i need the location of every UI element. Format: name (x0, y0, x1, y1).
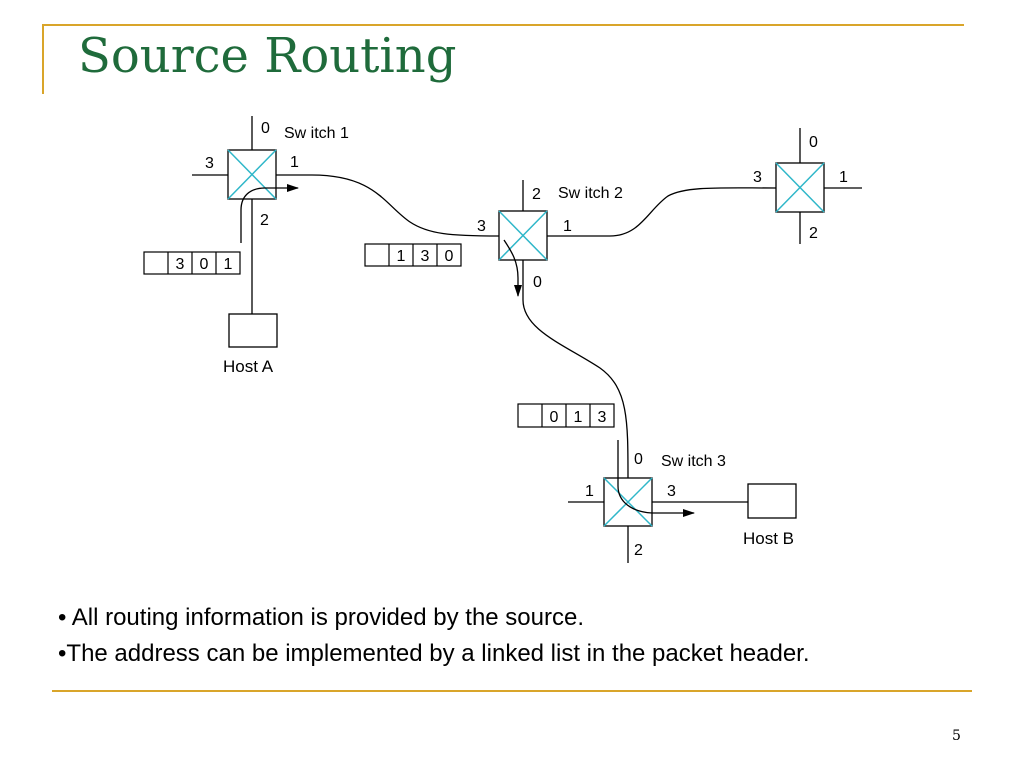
switch-2: 2 1 3 0 Sw itch 2 (477, 180, 623, 291)
switch-1-port-2-label: 2 (260, 212, 269, 229)
switch-1: 0 1 2 3 Sw itch 1 (192, 116, 349, 314)
link-switch2-switch-right (609, 187, 777, 237)
switch-right-port-1-label: 1 (839, 169, 848, 186)
packet-header-3: 0 1 3 (517, 403, 615, 428)
switch-3-port-1-label: 1 (585, 483, 594, 500)
host-a-label: Host A (223, 357, 274, 376)
packet-header-1-cell-2: 0 (200, 256, 209, 273)
host-b-label: Host B (743, 529, 794, 548)
switch-right: 0 1 2 3 (753, 128, 862, 244)
link-switch1-switch2 (311, 174, 500, 237)
bottom-rule (52, 690, 972, 692)
route-arrow-switch1 (240, 184, 299, 243)
switch-3-port-3-label: 3 (667, 483, 676, 500)
switch-1-port-3-label: 3 (205, 155, 214, 172)
bullet-item: • All routing information is provided by… (58, 604, 585, 631)
packet-header-2-cell-1: 1 (397, 248, 406, 265)
packet-header-1-cell-1: 3 (176, 256, 185, 273)
packet-header-3-cell-3: 3 (598, 409, 607, 426)
packet-header-1: 3 0 1 (143, 251, 241, 275)
switch-3-cross-b (603, 477, 653, 527)
switch-right-port-2-label: 2 (809, 225, 818, 242)
packet-header-2-cell-2: 3 (421, 248, 430, 265)
switch-1-cross-b (227, 149, 277, 200)
switch-2-port-3-label: 3 (477, 218, 486, 235)
switch-right-port-3-label: 3 (753, 169, 762, 186)
route-arrow-switch3 (617, 440, 695, 517)
packet-header-3-cell-2: 1 (574, 409, 583, 426)
switch-2-cross-b (498, 210, 548, 261)
page-number: 5 (952, 728, 961, 744)
host-b-box (747, 483, 797, 519)
packet-header-3-cell-1: 0 (550, 409, 559, 426)
switch-3-port-2-label: 2 (634, 542, 643, 559)
packet-header-2: 1 3 0 (364, 243, 462, 267)
switch-2-label: Sw itch 2 (558, 185, 623, 202)
switch-2-port-0-label: 0 (533, 274, 542, 291)
slide-title: Source Routing (78, 28, 457, 84)
bullet-list: • All routing information is provided by… (58, 600, 810, 672)
link-switch2-switch3 (522, 260, 629, 479)
source-routing-diagram: 0 1 2 3 Sw itch 1 2 1 3 0 Sw itch 2 0 1 … (143, 116, 862, 563)
host-a: Host A (223, 313, 278, 376)
switch-3: 0 1 2 3 Sw itch 3 (568, 451, 748, 563)
switch-2-port-2-label: 2 (532, 186, 541, 203)
switch-right-port-0-label: 0 (809, 134, 818, 151)
host-b: Host B (743, 483, 797, 548)
switch-3-port-0-label: 0 (634, 451, 643, 468)
switch-1-port-1-label: 1 (290, 154, 299, 171)
switch-right-cross-b (775, 162, 825, 213)
left-rule (42, 24, 44, 94)
bullet-item: •The address can be implemented by a lin… (58, 640, 810, 667)
packet-header-1-cell-3: 1 (224, 256, 233, 273)
switch-1-port-0-label: 0 (261, 120, 270, 137)
packet-header-2-cell-3: 0 (445, 248, 454, 265)
switch-2-port-1-label: 1 (563, 218, 572, 235)
switch-3-label: Sw itch 3 (661, 453, 726, 470)
top-rule (42, 24, 964, 26)
switch-1-label: Sw itch 1 (284, 125, 349, 142)
route-arrow-switch2 (503, 239, 522, 297)
host-a-box (228, 313, 278, 348)
